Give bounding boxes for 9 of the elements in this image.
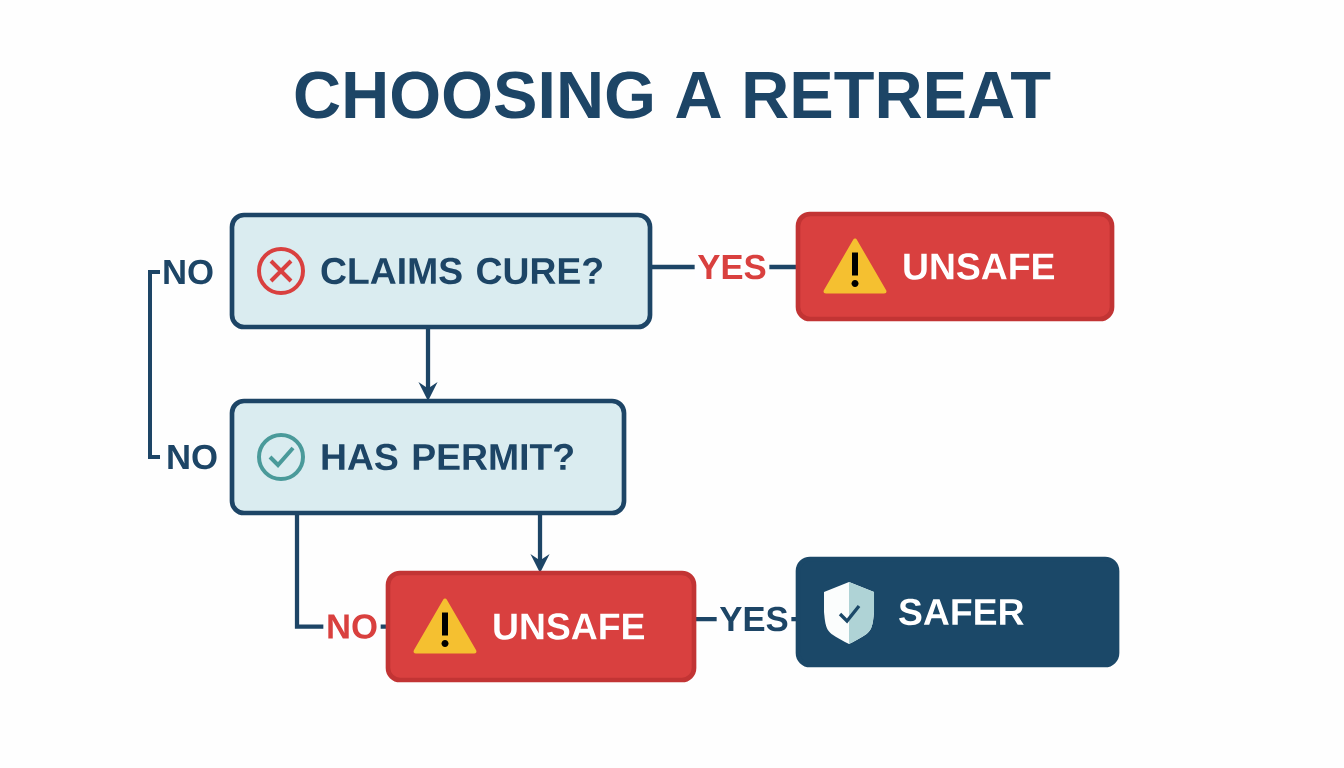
question-box: HAS PERMIT?: [229, 398, 627, 516]
edge-label: YES: [694, 252, 770, 282]
title: CHOOSING A RETREAT: [295, 71, 1051, 119]
edge-label: NO: [323, 611, 381, 642]
question-box: CLAIMS CURE?: [229, 212, 653, 330]
safer-box: SAFER: [795, 556, 1120, 668]
unsafe-box: UNSAFE: [385, 570, 697, 683]
edge-label: YES: [716, 604, 792, 634]
unsafe-box: UNSAFE: [795, 211, 1115, 322]
